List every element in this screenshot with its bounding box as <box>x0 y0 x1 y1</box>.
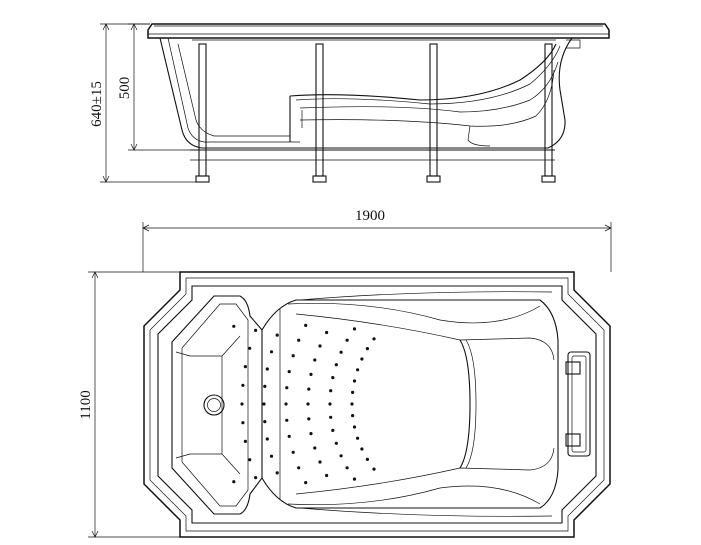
jet-dot <box>352 379 357 383</box>
drain-icon <box>203 394 225 416</box>
side-view-backrest <box>289 43 557 142</box>
jet-dot <box>360 357 364 361</box>
jet-dot <box>307 387 311 391</box>
jet-dot <box>345 338 349 342</box>
jet-dot <box>265 367 269 371</box>
jet-dot <box>329 415 333 419</box>
massage-jets <box>232 323 376 485</box>
jet-dot <box>269 350 274 354</box>
jet-dot <box>232 324 236 328</box>
jet-dot <box>372 467 376 471</box>
jet-dot <box>351 414 355 418</box>
jet-dot <box>356 436 360 440</box>
top-view-outer-rim <box>143 271 611 538</box>
jet-dot <box>334 363 338 367</box>
jet-dot <box>254 328 258 332</box>
jet-dot <box>287 434 291 438</box>
jet-dot <box>309 432 313 436</box>
jet-dot <box>297 338 301 342</box>
jet-dot <box>240 402 244 406</box>
jet-dot <box>325 473 329 478</box>
jet-dot <box>325 330 329 335</box>
top-view-basin <box>171 295 263 515</box>
jet-dot <box>248 458 252 462</box>
jet-dot <box>352 477 357 481</box>
width-dimension: 1900 <box>142 208 612 272</box>
side-view-tub-body <box>159 37 573 149</box>
jet-dot <box>243 439 247 443</box>
jet-dot <box>269 454 274 458</box>
jet-dot <box>365 457 369 461</box>
jet-dot <box>345 466 349 470</box>
jet-dot <box>254 476 258 480</box>
jet-dot <box>318 344 322 348</box>
jet-dot <box>241 421 245 425</box>
jet-dot <box>365 347 369 351</box>
top-view <box>143 271 611 538</box>
jet-dot <box>304 323 308 327</box>
jet-dot <box>262 402 266 406</box>
jet-dot <box>309 372 313 376</box>
side-view <box>147 23 610 183</box>
jet-dot <box>339 350 343 354</box>
jet-dot <box>232 480 236 484</box>
jet-dot <box>285 418 289 422</box>
jet-dot <box>339 454 343 458</box>
jet-dot <box>352 425 357 429</box>
jet-dot <box>307 417 311 421</box>
depth-dimension: 1100 <box>78 271 185 538</box>
jet-dot <box>356 368 360 372</box>
jet-dot <box>372 337 376 341</box>
jet-dot <box>263 384 267 388</box>
width-label: 1900 <box>355 208 385 224</box>
jet-dot <box>287 370 291 374</box>
jet-dot <box>350 402 354 406</box>
height-dimensions: 640±15 500 <box>89 23 200 183</box>
jet-dot <box>248 346 252 350</box>
headrest-handle <box>565 351 591 457</box>
jet-dot <box>304 481 308 485</box>
jet-dot <box>331 376 335 380</box>
jet-dot <box>275 333 279 337</box>
jet-dot <box>352 327 357 331</box>
jet-dot <box>329 389 333 393</box>
jet-dot <box>265 437 269 441</box>
height-rim-label: 500 <box>117 77 133 100</box>
jet-dot <box>291 354 295 358</box>
side-view-rim <box>147 23 610 39</box>
jet-dot <box>285 386 289 390</box>
top-view-backrest <box>261 299 559 509</box>
jet-dot <box>243 365 247 369</box>
jet-dot <box>318 460 322 464</box>
jet-dot <box>306 402 310 406</box>
depth-label: 1100 <box>78 390 94 419</box>
jet-dot <box>334 441 338 445</box>
jet-dot <box>263 420 267 424</box>
jet-dot <box>331 428 335 432</box>
jet-dot <box>291 450 295 454</box>
jet-dot <box>351 390 355 394</box>
jet-dot <box>360 447 364 451</box>
jet-dot <box>297 466 301 470</box>
jet-dot <box>313 446 317 450</box>
jet-dot <box>313 358 317 362</box>
height-total-label: 640±15 <box>89 81 105 127</box>
jet-dot <box>275 471 279 475</box>
jet-dot <box>328 402 332 406</box>
jet-dot <box>284 402 288 406</box>
jet-dot <box>241 383 245 387</box>
side-view-legs <box>192 39 556 183</box>
